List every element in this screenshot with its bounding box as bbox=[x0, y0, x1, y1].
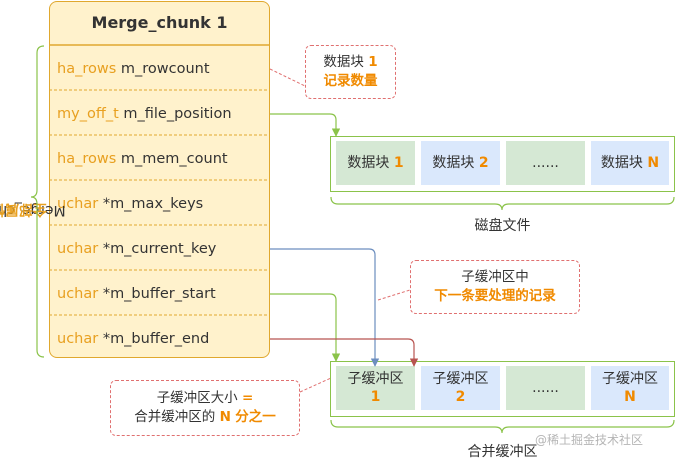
block-num: 1 bbox=[370, 389, 381, 405]
disk-block-ellipsis: ...... bbox=[506, 141, 585, 185]
block-label: 子缓冲区 bbox=[602, 371, 658, 387]
block-num: 2 bbox=[455, 389, 466, 405]
field-name: *m_current_key bbox=[102, 241, 217, 257]
field-m-mem-count: ha_rows m_mem_count bbox=[57, 137, 228, 181]
block-num: N bbox=[647, 155, 660, 171]
disk-block-n: 数据块 N bbox=[591, 141, 669, 185]
field-m-file-position: my_off_t m_file_position bbox=[57, 92, 232, 136]
merge-buffer-caption: 合并缓冲区 bbox=[467, 444, 538, 460]
callout-n: N bbox=[219, 409, 231, 425]
field-type: uchar bbox=[57, 286, 99, 302]
callout-buffer-size: 子缓冲区大小 = 合并缓冲区的 N 分之一 bbox=[110, 380, 300, 436]
callout-text: 子缓冲区大小 bbox=[156, 390, 238, 406]
block-label: 子缓冲区 bbox=[432, 371, 489, 387]
field-type: ha_rows bbox=[57, 151, 117, 167]
callout-text-highlight: 下一条要处理的记录 bbox=[434, 288, 556, 304]
disk-caption: 磁盘文件 bbox=[474, 218, 531, 234]
field-name: *m_max_keys bbox=[102, 196, 204, 212]
block-label: 子缓冲区 bbox=[347, 371, 404, 387]
field-m-rowcount: ha_rows m_rowcount bbox=[57, 47, 210, 91]
field-type: uchar bbox=[57, 241, 99, 257]
struct-dividers bbox=[49, 44, 270, 316]
arrow-current-key bbox=[270, 248, 380, 367]
watermark: @稀土掘金技术社区 bbox=[535, 433, 644, 447]
block-label: ...... bbox=[532, 155, 559, 171]
callout-text-highlight: 记录数量 bbox=[323, 73, 378, 89]
arrow-buffer-end bbox=[270, 338, 419, 367]
block-label: 数据块 bbox=[600, 155, 643, 171]
field-name: *m_buffer_end bbox=[102, 331, 210, 347]
struct-title: Merge_chunk 1 bbox=[91, 13, 228, 32]
field-m-buffer-start: uchar *m_buffer_start bbox=[57, 272, 216, 316]
callout-text: 数据块 bbox=[323, 54, 364, 70]
sub-buffer-1: 子缓冲区 1 bbox=[336, 366, 415, 410]
field-name: m_file_position bbox=[123, 106, 232, 122]
field-type: uchar bbox=[57, 196, 99, 212]
callout-current-key: 子缓冲区中 下一条要处理的记录 bbox=[410, 260, 580, 314]
disk-block-1: 数据块 1 bbox=[336, 141, 415, 185]
sub-buffer-ellipsis: ...... bbox=[506, 366, 585, 410]
field-m-buffer-end: uchar *m_buffer_end bbox=[57, 317, 209, 361]
block-num: 1 bbox=[393, 155, 404, 171]
block-label: 数据块 bbox=[347, 155, 390, 171]
merge-buffer-brace bbox=[330, 419, 675, 434]
block-label: ...... bbox=[532, 380, 559, 396]
pointer-rowcount bbox=[269, 68, 306, 87]
field-type: ha_rows bbox=[57, 61, 117, 77]
disk-brace bbox=[330, 196, 675, 211]
sub-buffer-n: 子缓冲区 N bbox=[591, 366, 669, 410]
block-num: N bbox=[624, 389, 636, 405]
field-m-current-key: uchar *m_current_key bbox=[57, 227, 216, 271]
field-m-max-keys: uchar *m_max_keys bbox=[57, 182, 203, 226]
field-name: m_mem_count bbox=[120, 151, 228, 167]
callout-tail: 分之一 bbox=[235, 409, 276, 425]
left-brace bbox=[30, 45, 45, 358]
field-type: uchar bbox=[57, 331, 99, 347]
callout-text: 合并缓冲区的 bbox=[134, 409, 216, 425]
field-type: my_off_t bbox=[57, 106, 119, 122]
pointer-buffer-size bbox=[299, 377, 332, 393]
callout-op: = bbox=[241, 390, 254, 406]
arrow-buffer-start bbox=[270, 293, 341, 362]
pointer-current-key bbox=[377, 289, 411, 301]
callout-rowcount: 数据块 1 记录数量 bbox=[305, 45, 396, 99]
callout-text: 子缓冲区中 bbox=[461, 269, 529, 285]
sub-buffer-2: 子缓冲区 2 bbox=[421, 366, 500, 410]
field-name: m_rowcount bbox=[120, 61, 210, 77]
arrow-file-position bbox=[270, 113, 341, 137]
disk-block-2: 数据块 2 bbox=[421, 141, 500, 185]
block-num: 2 bbox=[478, 155, 489, 171]
callout-num: 1 bbox=[368, 54, 378, 70]
field-name: *m_buffer_start bbox=[102, 286, 216, 302]
block-label: 数据块 bbox=[432, 155, 475, 171]
